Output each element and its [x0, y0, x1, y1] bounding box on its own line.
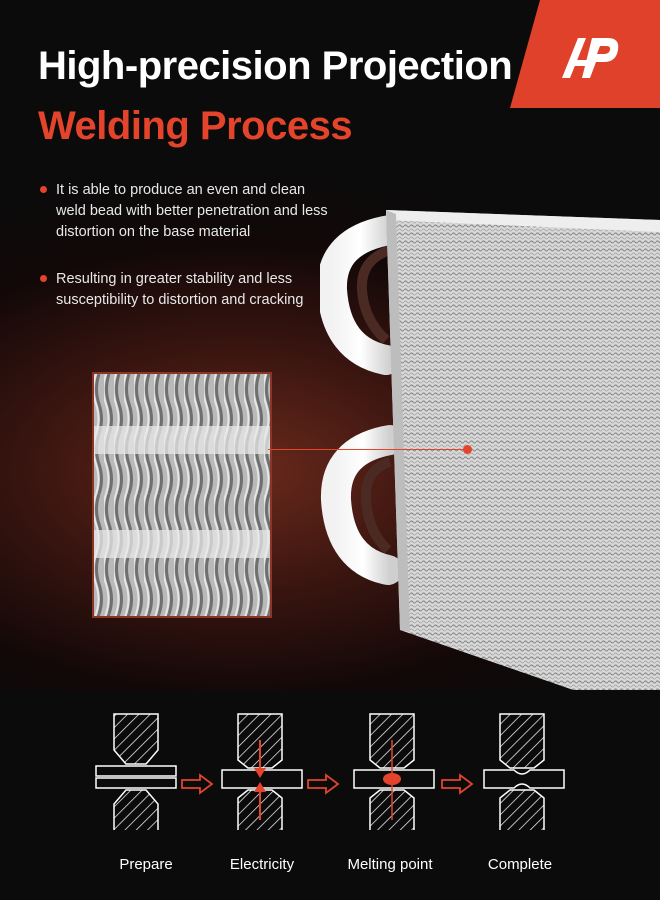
callout-dot-icon	[463, 445, 472, 454]
arrow-right-icon	[181, 773, 214, 795]
step-label: Complete	[487, 856, 553, 873]
hero-section: High-precision Projection Welding Proces…	[0, 0, 660, 690]
feature-text: Resulting in greater stability and less …	[56, 271, 304, 309]
a-premium-logo-icon	[562, 38, 619, 78]
prepare-weld-icon	[95, 713, 177, 841]
step-prepare	[86, 710, 206, 841]
radiator-product-image	[320, 210, 660, 690]
callout-line	[268, 449, 468, 450]
weld-closeup-icon	[94, 374, 270, 616]
electricity-weld-icon	[221, 713, 303, 841]
page-title: High-precision Projection	[38, 44, 513, 88]
step-melting-point	[350, 710, 470, 841]
step-complete	[480, 710, 600, 841]
step-label: Melting point	[347, 856, 433, 873]
bullet-dot-icon	[40, 186, 47, 193]
process-steps: Prepare Electricity	[0, 690, 660, 900]
arrow-right-icon	[441, 773, 474, 795]
feature-list: It is able to produce an even and clean …	[38, 180, 328, 337]
page-subtitle: Welding Process	[38, 104, 353, 148]
brand-corner	[510, 0, 660, 108]
feature-item: Resulting in greater stability and less …	[38, 269, 328, 311]
step-label: Electricity	[229, 856, 295, 873]
complete-weld-icon	[483, 713, 565, 841]
step-electricity	[218, 710, 338, 841]
feature-item: It is able to produce an even and clean …	[38, 180, 328, 243]
arrow-right-icon	[307, 773, 340, 795]
step-label: Prepare	[119, 856, 173, 873]
feature-text: It is able to produce an even and clean …	[56, 182, 328, 241]
weld-detail-zoom-image	[92, 372, 272, 618]
melting-point-weld-icon	[353, 713, 435, 841]
bullet-dot-icon	[40, 275, 47, 283]
